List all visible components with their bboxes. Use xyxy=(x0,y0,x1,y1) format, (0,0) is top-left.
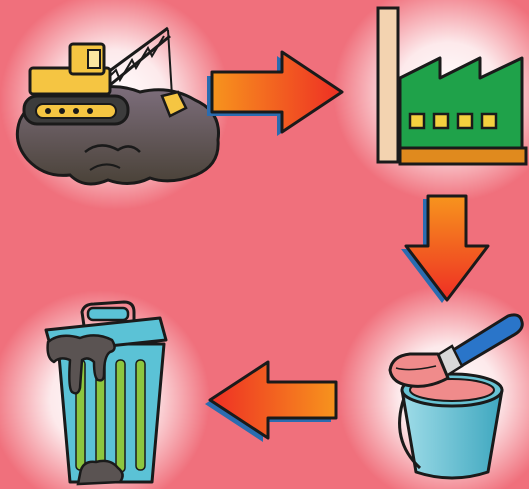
diagram-canvas xyxy=(0,0,529,489)
lifecycle-diagram xyxy=(0,0,529,489)
